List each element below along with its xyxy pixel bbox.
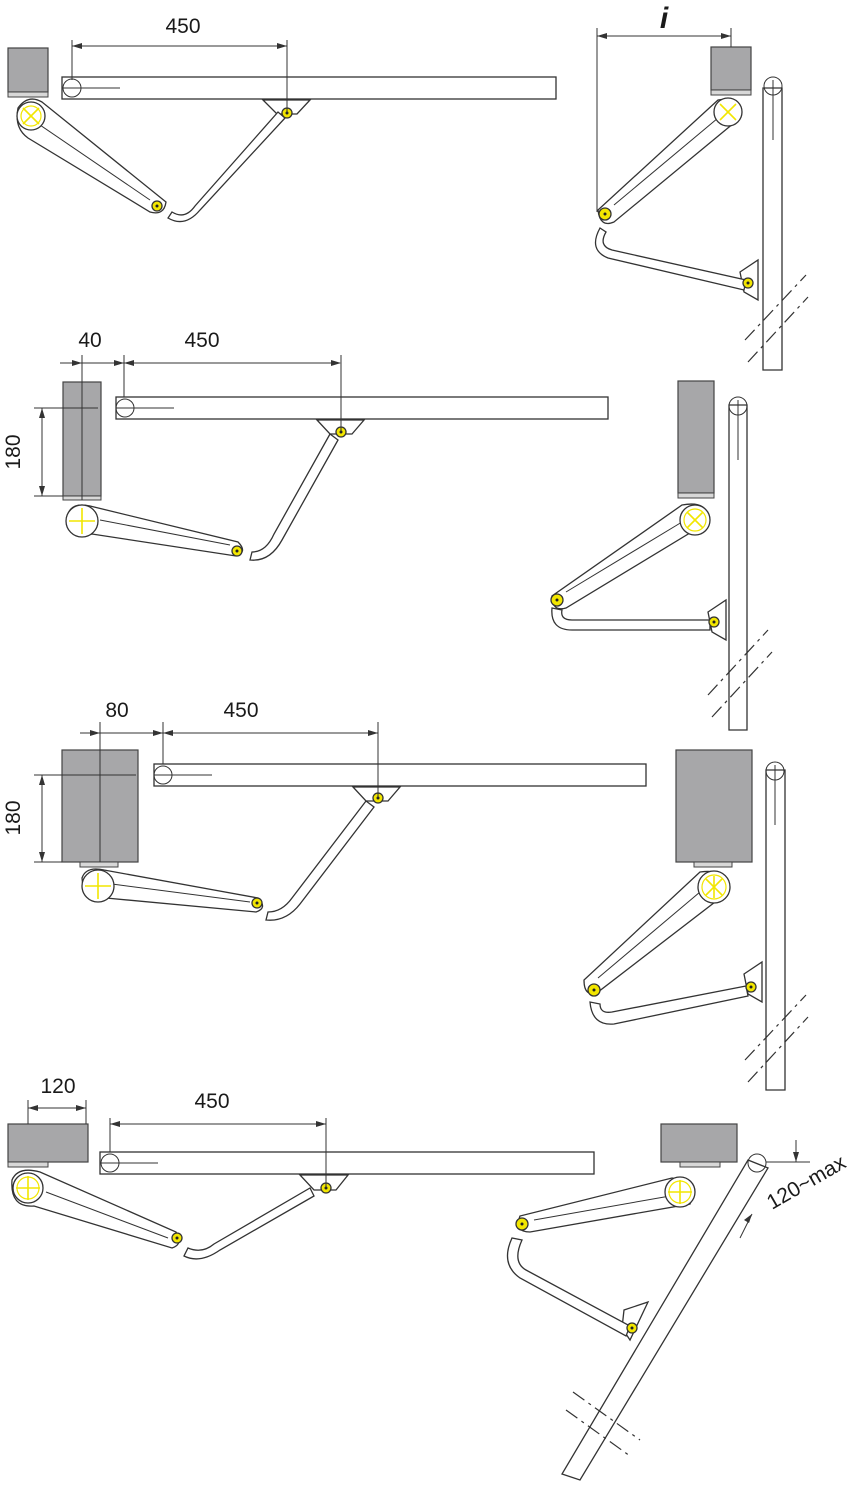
door-leaf <box>99 1151 595 1175</box>
row4-right-assembly: 120~max <box>506 1123 847 1481</box>
motor-foot <box>79 861 119 868</box>
break-line <box>747 296 809 363</box>
door-leaf <box>728 404 748 731</box>
door-leaf <box>561 1159 769 1481</box>
dim-label: 450 <box>223 699 258 722</box>
motor-foot <box>693 861 733 868</box>
arm-groove <box>39 124 151 201</box>
hub-ring <box>20 105 42 127</box>
break-line <box>572 1391 641 1441</box>
row3-right-assembly <box>583 749 809 1091</box>
door-leaf <box>762 87 783 371</box>
dim-label: 80 <box>105 699 128 722</box>
dim-label: 180 <box>2 434 25 469</box>
door-leaf <box>61 76 557 100</box>
door-hinge <box>747 1153 767 1173</box>
arrow-head <box>277 43 287 49</box>
row1-right-assembly: i <box>594 2 809 371</box>
curved-arm <box>506 1237 631 1337</box>
curved-arm <box>265 800 375 921</box>
dim-label: 120~max <box>763 1151 847 1215</box>
door-leaf <box>115 396 609 420</box>
door-leaf <box>765 769 786 1091</box>
dim-label-i: i <box>660 2 669 35</box>
motor-foot <box>7 1161 49 1168</box>
motor-box <box>675 749 753 863</box>
row2-left-assembly: 40 450 180 <box>2 329 609 561</box>
dim-label: 120 <box>40 1075 75 1098</box>
motor-foot <box>7 91 49 98</box>
curved-arm <box>249 433 339 561</box>
curved-arm <box>551 607 711 631</box>
dim-label: 450 <box>184 329 219 352</box>
dim-label: 450 <box>165 15 200 38</box>
motor-foot <box>679 1161 721 1168</box>
curved-arm <box>594 227 747 291</box>
break-line <box>744 994 807 1061</box>
curved-arm <box>167 111 286 223</box>
break-line <box>565 1409 631 1457</box>
hub-cross <box>22 107 40 125</box>
row4-left-assembly: 120 450 <box>7 1075 595 1260</box>
drive-arm <box>16 98 167 214</box>
break-line <box>744 274 807 341</box>
dim-label: 40 <box>78 329 101 352</box>
motor-box <box>660 1123 738 1163</box>
motor-box <box>7 1123 89 1163</box>
motor-box <box>710 46 752 91</box>
dim-label: 180 <box>2 800 25 835</box>
break-line <box>747 1016 809 1083</box>
door-bracket <box>298 1174 350 1191</box>
motor-foot <box>677 492 715 499</box>
motor-box <box>7 47 49 93</box>
arm-groove <box>613 117 719 206</box>
row1-left-assembly: 450 <box>7 15 557 223</box>
arrow-head <box>72 43 82 49</box>
curved-arm <box>183 1187 315 1260</box>
row3-left-assembly: 80 450 180 <box>2 699 647 921</box>
break-line <box>707 629 769 696</box>
dim-label: 450 <box>194 1090 229 1113</box>
break-line <box>711 651 773 718</box>
motor-foot <box>710 89 752 96</box>
door-leaf <box>153 763 647 787</box>
row2-right-assembly <box>550 380 773 731</box>
curved-arm <box>589 985 749 1025</box>
motor-box <box>677 380 715 494</box>
